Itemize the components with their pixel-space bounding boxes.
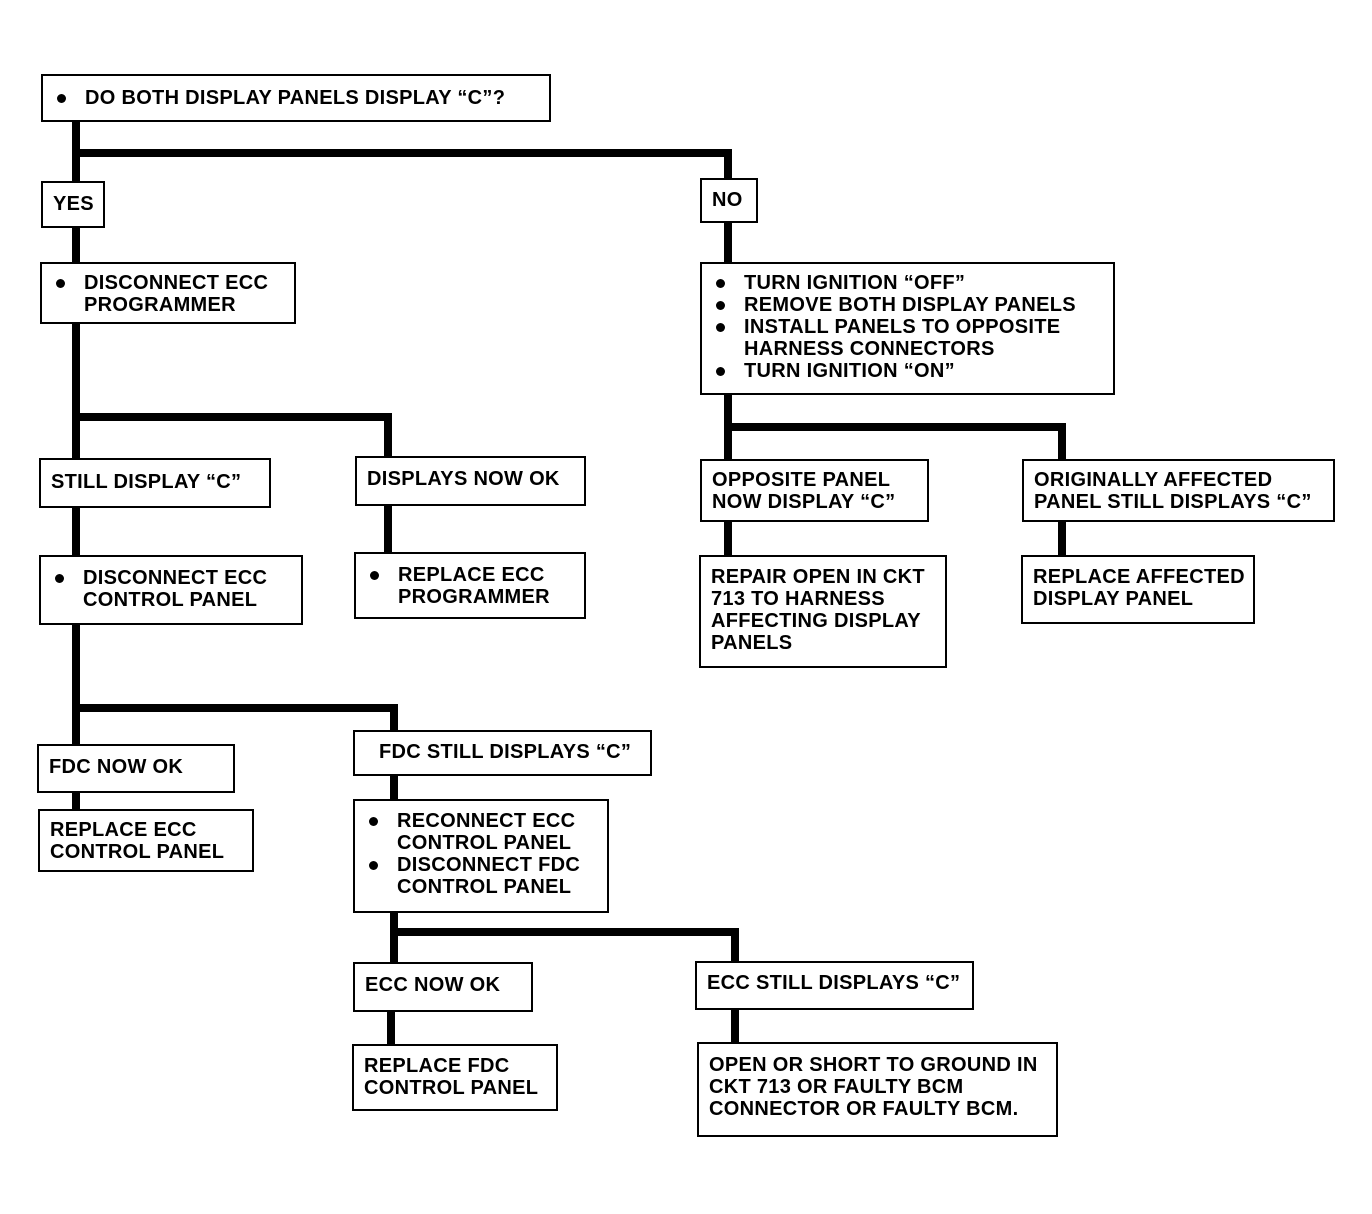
still-display-box: STILL DISPLAY “c” (39, 458, 271, 508)
yes-box: YES (41, 181, 105, 228)
ecc-now-ok-label: ECC NOW OK (365, 974, 501, 996)
connector-reconnect-branch (390, 911, 739, 962)
repair-open-line-1: REPAIR OPEN IN CKT (711, 566, 925, 588)
yes-label: YES (53, 193, 94, 215)
ignition-steps-box: TURN IGNITION “OFF” REMOVE BOTH DISPLAY … (700, 262, 1115, 395)
connector-programmer-branch (72, 322, 392, 460)
still-display-label: STILL DISPLAY “c” (51, 471, 242, 493)
originally-affected-line-1: ORIGINALLY AFFECTED (1034, 469, 1273, 491)
replace-ecc-control-box: REPLACE ECC CONTROL PANEL (38, 809, 254, 872)
connector-ignition-branch (724, 394, 1066, 460)
fdc-now-ok-box: FDC NOW OK (37, 744, 235, 793)
open-short-box: OPEN OR SHORT TO GROUND IN CKT 713 OR FA… (697, 1042, 1058, 1137)
replace-affected-box: REPLACE AFFECTED DISPLAY PANEL (1021, 555, 1255, 624)
ignition-step-2: REMOVE BOTH DISPLAY PANELS (712, 294, 1103, 316)
replace-affected-line-2: DISPLAY PANEL (1033, 588, 1194, 610)
no-label: NO (712, 189, 743, 211)
connector-control-branch (72, 622, 398, 745)
open-short-line-3: CONNECTOR OR FAULTY BCM. (709, 1098, 1019, 1120)
replace-programmer-text: REPLACE ECC PROGRAMMER (366, 564, 568, 608)
replace-fdc-line-2: CONTROL PANEL (364, 1077, 539, 1099)
replace-fdc-box: REPLACE FDC CONTROL PANEL (352, 1044, 558, 1111)
displays-now-ok-label: DISPLAYS NOW OK (367, 468, 560, 490)
ignition-step-4: TURN IGNITION “ON” (712, 360, 1103, 382)
originally-affected-box: ORIGINALLY AFFECTED PANEL STILL DISPLAYS… (1022, 459, 1335, 522)
replace-ecc-control-line-2: CONTROL PANEL (50, 841, 225, 863)
disconnect-control-text: DISCONNECT ECC CONTROL PANEL (51, 567, 283, 611)
open-short-line-2: CKT 713 OR FAULTY BCM (709, 1076, 964, 1098)
fdc-still-box: FDC STILL DISPLAYS “c” (353, 730, 652, 776)
repair-open-line-4: PANELS (711, 632, 793, 654)
start-question-text: DO BOTH DISPLAY PANELS DISPLAY “c”? (53, 87, 539, 109)
start-question-box: DO BOTH DISPLAY PANELS DISPLAY “c”? (41, 74, 551, 122)
replace-programmer-box: REPLACE ECC PROGRAMMER (354, 552, 586, 619)
fdc-still-label: FDC STILL DISPLAYS “c” (379, 741, 632, 763)
opposite-panel-box: OPPOSITE PANEL NOW DISPLAY “c” (700, 459, 929, 522)
fdc-now-ok-label: FDC NOW OK (49, 756, 184, 778)
open-short-line-1: OPEN OR SHORT TO GROUND IN (709, 1054, 1038, 1076)
replace-affected-line-1: REPLACE AFFECTED (1033, 566, 1245, 588)
replace-ecc-control-line-1: REPLACE ECC (50, 819, 197, 841)
connector-start-branches (72, 120, 732, 182)
reconnect-step-2: DISCONNECT FDC CONTROL PANEL (365, 854, 587, 898)
opposite-panel-line-1: OPPOSITE PANEL (712, 469, 891, 491)
disconnect-programmer-box: DISCONNECT ECC PROGRAMMER (40, 262, 296, 324)
originally-affected-line-2: PANEL STILL DISPLAYS “c” (1034, 491, 1312, 513)
displays-now-ok-box: DISPLAYS NOW OK (355, 456, 586, 506)
ignition-step-3: INSTALL PANELS TO OPPOSITE HARNESS CONNE… (712, 316, 1074, 360)
ecc-now-ok-box: ECC NOW OK (353, 962, 533, 1012)
reconnect-step-1: RECONNECT ECC CONTROL PANEL (365, 810, 587, 854)
reconnect-steps-box: RECONNECT ECC CONTROL PANEL DISCONNECT F… (353, 799, 609, 913)
disconnect-control-box: DISCONNECT ECC CONTROL PANEL (39, 555, 303, 625)
ignition-step-1: TURN IGNITION “OFF” (712, 272, 1103, 294)
ecc-still-label: ECC STILL DISPLAYS “c” (707, 972, 961, 994)
replace-fdc-line-1: REPLACE FDC (364, 1055, 510, 1077)
opposite-panel-line-2: NOW DISPLAY “c” (712, 491, 896, 513)
repair-open-line-2: 713 TO HARNESS (711, 588, 885, 610)
ecc-still-box: ECC STILL DISPLAYS “c” (695, 961, 974, 1010)
no-box: NO (700, 178, 758, 223)
repair-open-box: REPAIR OPEN IN CKT 713 TO HARNESS AFFECT… (699, 555, 947, 668)
disconnect-programmer-text: DISCONNECT ECC PROGRAMMER (52, 272, 284, 316)
repair-open-line-3: AFFECTING DISPLAY (711, 610, 921, 632)
